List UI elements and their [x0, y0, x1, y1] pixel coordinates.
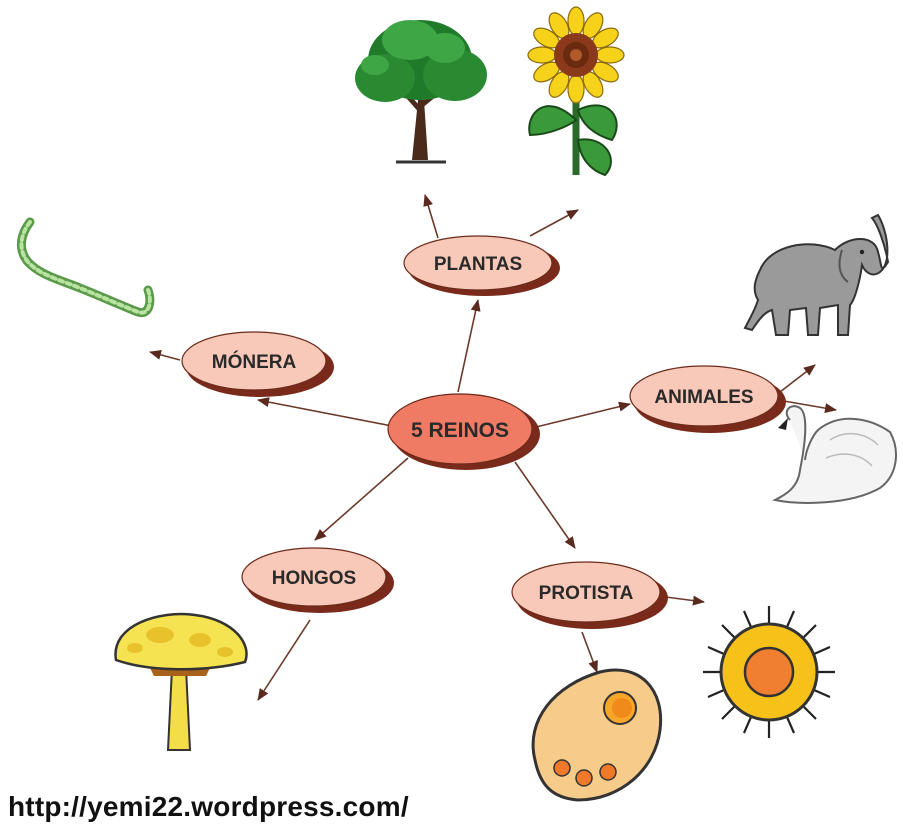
sunflower-icon — [528, 7, 624, 175]
arrow-to-bacteria — [150, 352, 180, 360]
arrow-to-monera — [258, 400, 392, 426]
node-monera-label: MÓNERA — [212, 351, 297, 373]
arrow-to-mushroom — [258, 620, 310, 700]
node-protista-label: PROTISTA — [539, 583, 634, 604]
node-protista[interactable]: PROTISTA — [512, 562, 668, 629]
arrow-to-hongos — [315, 458, 408, 540]
node-animales-label: ANIMALES — [654, 387, 753, 408]
swan-icon — [775, 406, 896, 503]
arrow-to-sunflower — [530, 210, 578, 236]
node-plantas[interactable]: PLANTAS — [404, 236, 560, 296]
elephant-icon — [745, 215, 888, 335]
node-hongos[interactable]: HONGOS — [242, 548, 394, 613]
arrow-to-paramecium — [582, 632, 597, 672]
arrow-to-protista — [515, 462, 575, 548]
arrow-to-elephant — [780, 365, 815, 392]
paramecium-icon — [533, 670, 661, 800]
node-hongos-label: HONGOS — [272, 568, 356, 589]
center-node[interactable]: 5 REINOS — [388, 394, 540, 470]
source-url: http://yemi22.wordpress.com/ — [8, 791, 409, 823]
mushroom-icon — [116, 614, 247, 750]
bacteria-icon — [21, 222, 149, 313]
tree-icon — [355, 20, 487, 162]
node-monera[interactable]: MÓNERA — [182, 332, 334, 397]
arrow-to-tree — [425, 195, 438, 238]
sun-protist-icon — [703, 606, 835, 738]
arrow-to-swan — [778, 400, 836, 410]
arrow-to-plantas — [458, 300, 478, 392]
arrow-to-animales — [532, 404, 630, 428]
center-label: 5 REINOS — [411, 419, 509, 442]
node-plantas-label: PLANTAS — [434, 254, 522, 275]
node-animales[interactable]: ANIMALES — [630, 366, 786, 433]
